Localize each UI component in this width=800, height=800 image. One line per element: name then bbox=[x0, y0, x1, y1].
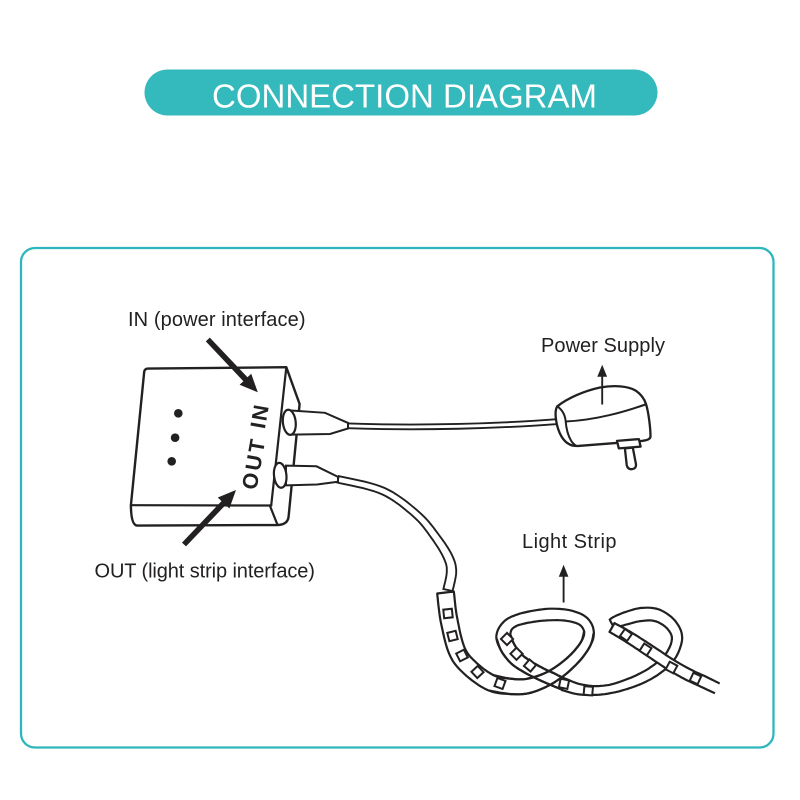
svg-text:CONNECTION DIAGRAM: CONNECTION DIAGRAM bbox=[212, 78, 597, 115]
svg-text:OUT (light strip interface): OUT (light strip interface) bbox=[95, 561, 315, 583]
svg-text:Light Strip: Light Strip bbox=[522, 531, 617, 553]
svg-text:IN (power interface): IN (power interface) bbox=[128, 309, 306, 331]
svg-text:Power Supply: Power Supply bbox=[541, 335, 665, 357]
svg-text:IN: IN bbox=[246, 401, 274, 430]
